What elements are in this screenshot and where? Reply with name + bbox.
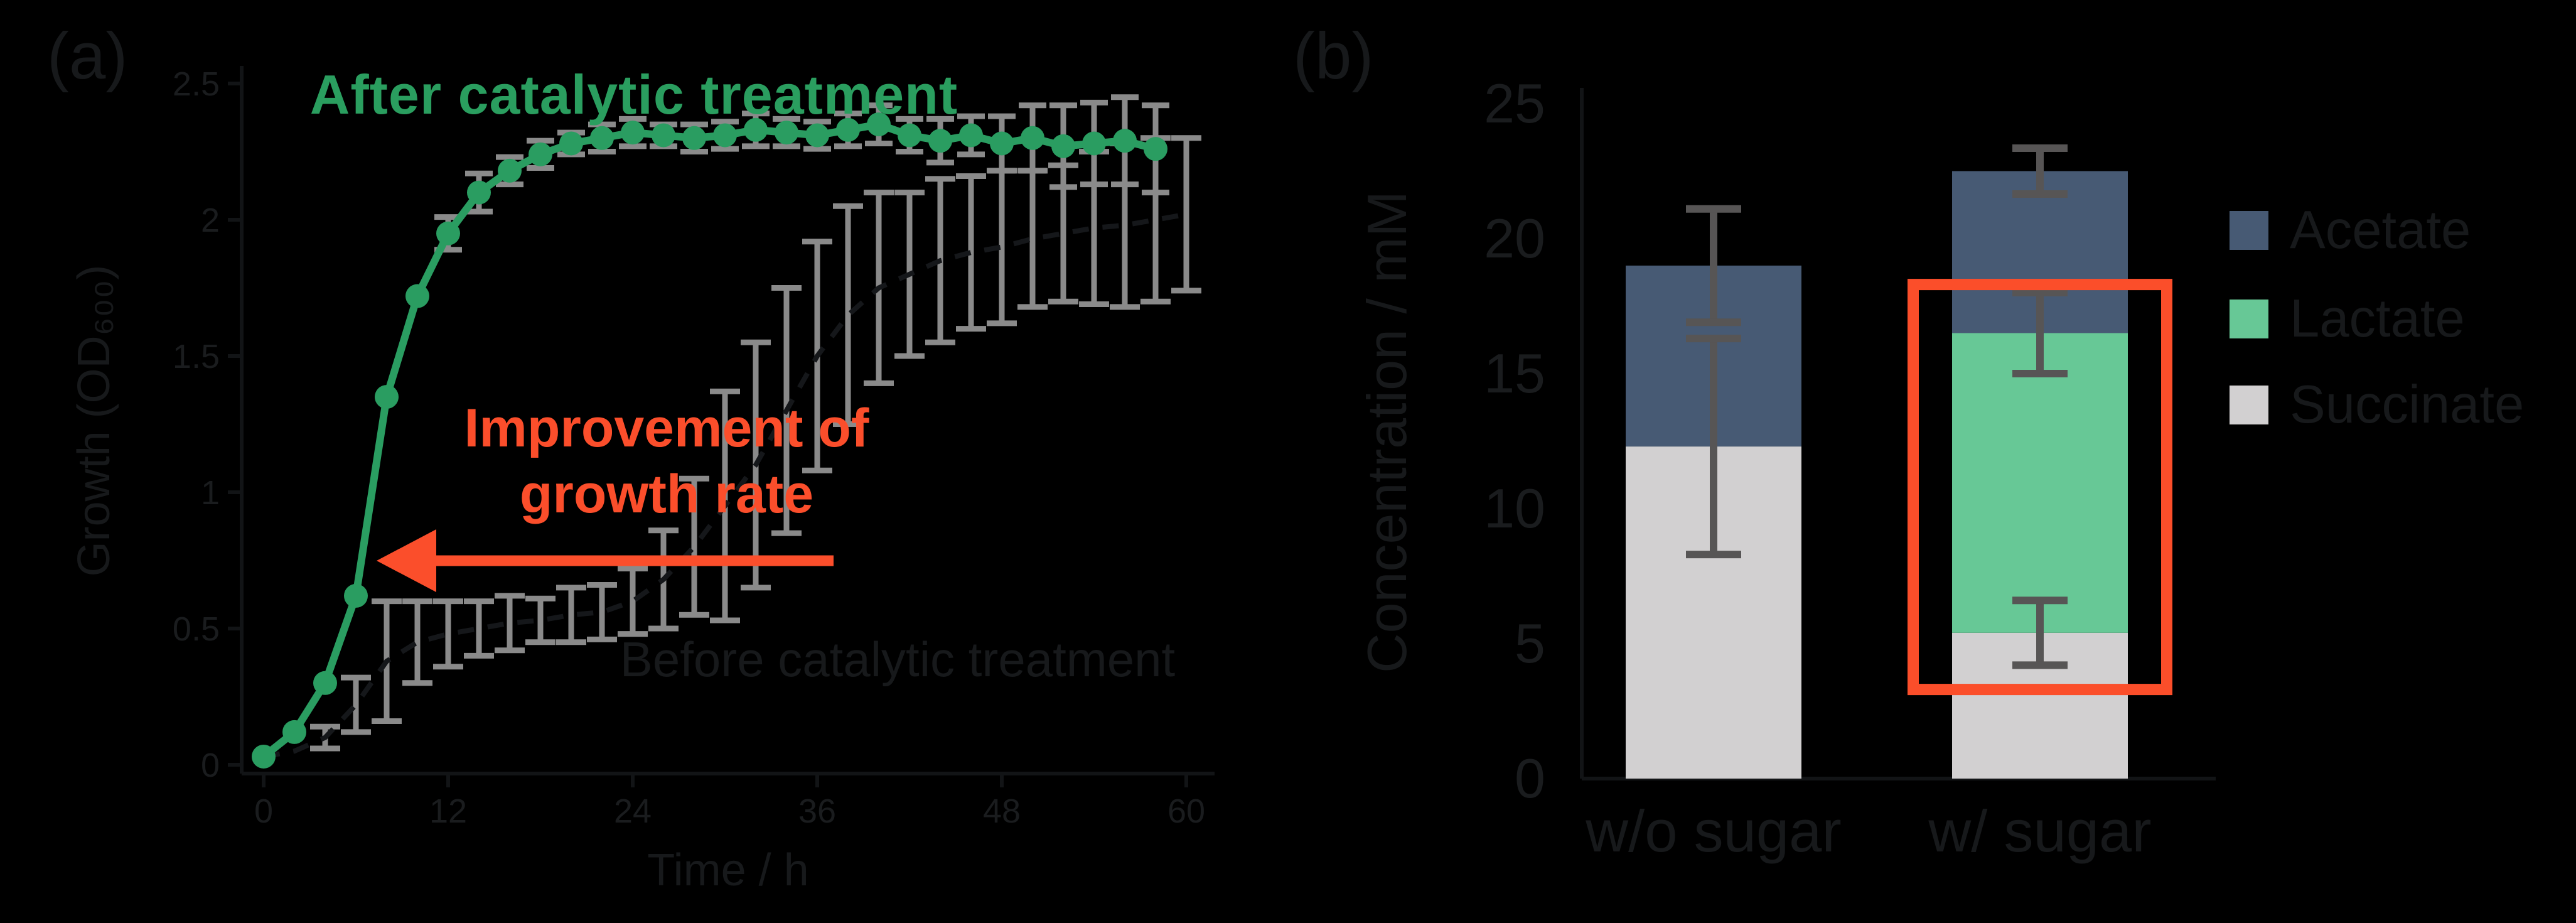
lactate-highlight-rect xyxy=(1908,279,2172,696)
y-tick-label: 15 xyxy=(1484,342,1545,404)
panel-a-label: (a) xyxy=(47,19,128,93)
data-point-marker xyxy=(1021,126,1044,150)
y-tick-label: 10 xyxy=(1484,477,1545,539)
legend-label-acetate: Acetate xyxy=(2290,200,2471,260)
data-point-marker xyxy=(282,720,306,744)
y-tick-label: 2 xyxy=(201,202,220,239)
improvement-arrow-head-icon xyxy=(377,529,436,592)
legend-item-succinate: Succinate xyxy=(2230,374,2524,436)
improvement-annotation: Improvement of growth rate xyxy=(464,396,869,527)
data-point-marker xyxy=(375,385,399,409)
x-tick-label: 60 xyxy=(1167,792,1205,830)
panel-b-label: (b) xyxy=(1293,19,1374,93)
y-tick-label: 1.5 xyxy=(173,338,220,375)
data-point-marker xyxy=(498,158,522,183)
data-point-marker xyxy=(775,121,798,145)
y-tick-label: 5 xyxy=(1515,612,1545,674)
legend-label-lactate: Lactate xyxy=(2290,289,2465,348)
data-point-marker xyxy=(590,126,614,150)
y-axis-label-a: Growth (OD₆₀₀) xyxy=(69,264,119,577)
x-tick-label: 24 xyxy=(614,792,652,830)
data-point-marker xyxy=(652,123,675,148)
y-tick-label: 2.5 xyxy=(173,65,220,103)
bar-w-sugar xyxy=(1952,144,2128,779)
y-axis-label-b: Concentration / mM xyxy=(1356,191,1418,673)
category-label-wo-sugar: w/o sugar xyxy=(1586,798,1842,864)
data-point-marker xyxy=(1144,137,1167,161)
before-series-line xyxy=(263,212,1187,759)
data-point-marker xyxy=(529,142,552,166)
after-series-markers xyxy=(252,112,1167,769)
data-point-marker xyxy=(990,131,1014,156)
improvement-annotation-line2: growth rate xyxy=(519,463,814,524)
data-point-marker xyxy=(898,123,921,148)
y-tick-label: 20 xyxy=(1484,207,1545,269)
axes-b: 0 5 10 15 20 25 xyxy=(1484,72,2216,809)
data-point-marker xyxy=(1051,134,1075,158)
bar-segment-lactate xyxy=(1952,333,2128,633)
data-point-marker xyxy=(836,117,860,142)
category-label-w-sugar: w/ sugar xyxy=(1928,798,2152,864)
data-point-marker xyxy=(252,744,276,769)
axes-a: 0 12 24 36 48 60 0 0.5 1 1.5 2 2.5 xyxy=(173,65,1215,830)
lactate-swatch-icon xyxy=(2230,300,2268,338)
data-point-marker xyxy=(959,123,983,148)
x-tick-label: 48 xyxy=(983,792,1021,830)
y-tick-label: 0 xyxy=(201,747,220,784)
x-tick-label: 0 xyxy=(254,792,273,830)
legend-item-lactate: Lactate xyxy=(2230,288,2465,350)
after-series-label: After catalytic treatment xyxy=(309,63,958,126)
y-tick-label: 0 xyxy=(1515,747,1545,809)
x-tick-label: 36 xyxy=(798,792,836,830)
data-point-marker xyxy=(867,112,891,137)
data-point-marker xyxy=(313,671,337,695)
data-point-marker xyxy=(682,126,706,150)
legend-label-succinate: Succinate xyxy=(2290,375,2525,435)
data-point-marker xyxy=(928,129,952,153)
data-point-marker xyxy=(621,121,645,145)
data-point-marker xyxy=(559,131,583,156)
y-tick-label: 0.5 xyxy=(173,610,220,648)
y-tick-label: 1 xyxy=(201,474,220,512)
data-point-marker xyxy=(713,123,737,148)
x-tick-label: 12 xyxy=(429,792,467,830)
y-tick-label: 25 xyxy=(1484,72,1545,134)
data-point-marker xyxy=(1113,129,1137,153)
data-point-marker xyxy=(1082,131,1106,156)
data-point-marker xyxy=(436,221,460,246)
data-point-marker xyxy=(405,284,429,308)
succinate-swatch-icon xyxy=(2230,386,2268,424)
data-point-marker xyxy=(805,123,829,148)
bar-wo-sugar xyxy=(1626,205,1801,779)
legend-item-acetate: Acetate xyxy=(2230,200,2471,261)
data-point-marker xyxy=(744,117,768,142)
acetate-swatch-icon xyxy=(2230,211,2268,250)
x-axis-label-a: Time / h xyxy=(647,845,809,895)
before-series-label: Before catalytic treatment xyxy=(620,632,1176,687)
data-point-marker xyxy=(467,180,491,205)
improvement-annotation-line1: Improvement of xyxy=(464,398,869,458)
data-point-marker xyxy=(344,583,368,608)
